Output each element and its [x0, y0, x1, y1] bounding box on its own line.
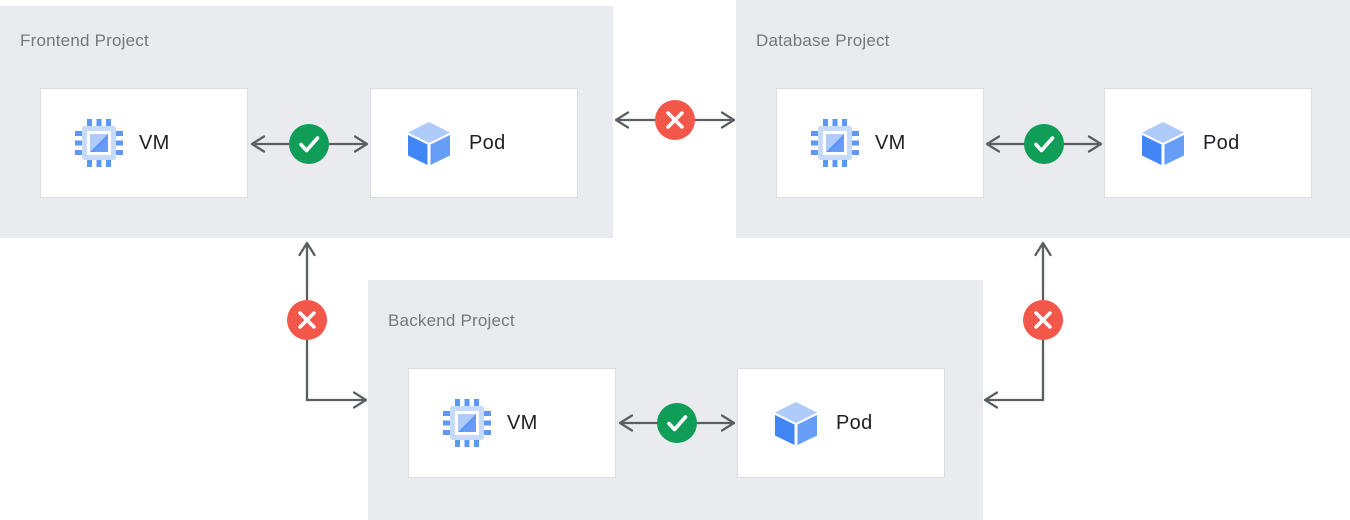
compute-vm-icon [75, 119, 123, 167]
node-frontend-vm: VM [40, 88, 248, 198]
compute-vm-icon [811, 119, 859, 167]
node-frontend-pod: Pod [370, 88, 578, 198]
node-label-pod: Pod [1203, 131, 1240, 154]
blocked-badge-frontend-database [655, 100, 695, 140]
panel-database-project: Database Project VM [736, 0, 1350, 238]
node-label-vm: VM [875, 131, 906, 154]
panel-frontend-project: Frontend Project VM [0, 6, 613, 238]
node-label-vm: VM [139, 131, 170, 154]
pod-cube-icon [408, 122, 450, 165]
x-circle-icon [287, 300, 327, 340]
blocked-badge-database-backend [1023, 300, 1063, 340]
node-backend-vm: VM [408, 368, 616, 478]
x-circle-icon [655, 100, 695, 140]
link-frontend-database [614, 100, 736, 140]
panel-title-backend: Backend Project [388, 311, 515, 330]
panel-title-frontend: Frontend Project [20, 31, 149, 50]
link-frontend-backend [287, 241, 368, 409]
node-database-pod: Pod [1104, 88, 1312, 198]
node-label-pod: Pod [836, 411, 873, 434]
blocked-badge-frontend-backend [287, 300, 327, 340]
link-database-backend [983, 241, 1063, 409]
node-database-vm: VM [776, 88, 984, 198]
compute-vm-icon [443, 399, 491, 447]
node-label-pod: Pod [469, 131, 506, 154]
x-circle-icon [1023, 300, 1063, 340]
node-backend-pod: Pod [737, 368, 945, 478]
pod-cube-icon [775, 402, 817, 445]
node-label-vm: VM [507, 411, 538, 434]
panel-backend-project: Backend Project VM [368, 280, 983, 520]
panel-title-database: Database Project [756, 31, 890, 50]
pod-cube-icon [1142, 122, 1184, 165]
